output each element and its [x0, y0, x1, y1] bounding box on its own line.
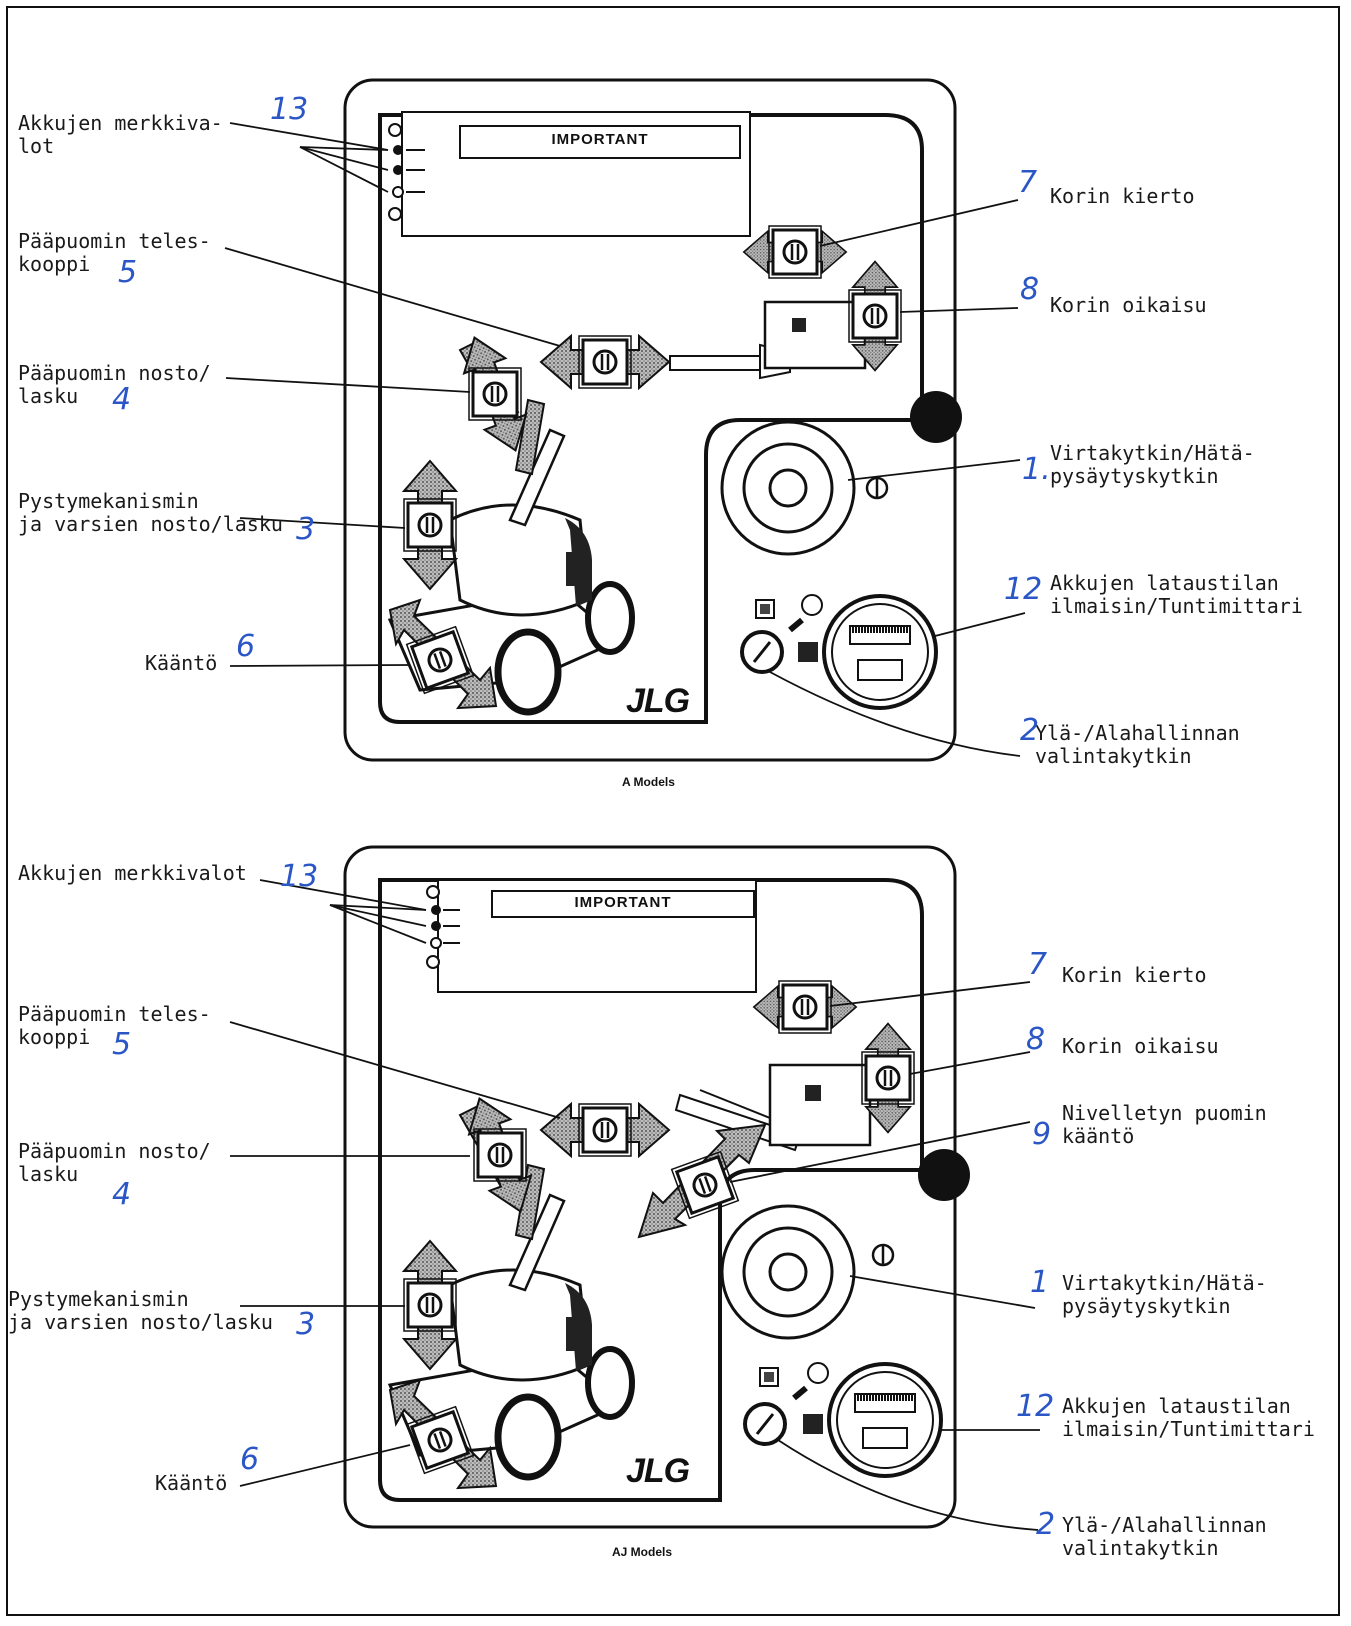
caption-aj-models: AJ Models: [612, 1545, 672, 1559]
label-battery-charge-hourmeter: Akkujen lataustilan ilmaisin/Tuntimittar…: [1050, 572, 1303, 618]
bottom-panel: [345, 847, 970, 1527]
callout-2-bottom: 2: [1036, 1510, 1055, 1540]
callout-7-top: 7: [1018, 168, 1037, 198]
label-basket-rotate-aj: Korin kierto: [1062, 964, 1207, 987]
callout-5-bottom: 5: [112, 1030, 131, 1060]
callout-4-bottom: 4: [112, 1180, 131, 1210]
callout-13-top: 13: [270, 95, 308, 125]
top-panel: [345, 80, 962, 760]
label-articulated-boom-swing: Nivelletyn puomin kääntö: [1062, 1102, 1267, 1148]
label-upper-lower-selector-aj: Ylä-/Alahallinnan valintakytkin: [1062, 1514, 1267, 1560]
callout-7-bottom: 7: [1028, 950, 1047, 980]
callout-8-bottom: 8: [1026, 1025, 1045, 1055]
callout-9-bottom: 9: [1032, 1120, 1051, 1150]
label-power-emergency-stop-aj: Virtakytkin/Hätä- pysäytyskytkin: [1062, 1272, 1267, 1318]
callout-6-bottom: 6: [240, 1445, 259, 1475]
label-swing: Kääntö: [145, 652, 217, 675]
callout-8-top: 8: [1020, 275, 1039, 305]
label-upper-lower-selector: Ylä-/Alahallinnan valintakytkin: [1035, 722, 1240, 768]
callout-4-top: 4: [112, 385, 131, 415]
callout-5-top: 5: [118, 258, 137, 288]
label-main-boom-telescope: Pääpuomin teles- kooppi: [18, 230, 211, 276]
callout-13-bottom: 13: [280, 862, 318, 892]
jlg-logo-top: JLG: [626, 682, 689, 721]
label-battery-charge-hourmeter-aj: Akkujen lataustilan ilmaisin/Tuntimittar…: [1062, 1395, 1315, 1441]
label-battery-indicators: Akkujen merkkiva- lot: [18, 112, 223, 158]
jlg-logo-bottom: JLG: [626, 1452, 689, 1491]
label-basket-rotate: Korin kierto: [1050, 185, 1195, 208]
label-battery-indicators-aj: Akkujen merkkivalot: [18, 862, 247, 885]
callout-12-top: 12: [1004, 575, 1042, 605]
label-tower-lift-lower-aj: Pystymekanismin ja varsien nosto/lasku: [8, 1288, 273, 1334]
label-power-emergency-stop: Virtakytkin/Hätä- pysäytyskytkin: [1050, 442, 1255, 488]
important-label-top: IMPORTANT: [460, 131, 740, 148]
callout-2-top: 2: [1020, 716, 1039, 746]
caption-a-models: A Models: [622, 775, 675, 789]
callout-3-bottom: 3: [296, 1310, 315, 1340]
callout-6-top: 6: [236, 632, 255, 662]
callout-1-top: 1.: [1022, 455, 1051, 485]
important-label-bottom: IMPORTANT: [492, 894, 754, 911]
label-swing-aj: Kääntö: [155, 1472, 227, 1495]
callout-3-top: 3: [296, 515, 315, 545]
callout-12-bottom: 12: [1016, 1392, 1054, 1422]
label-tower-lift-lower: Pystymekanismin ja varsien nosto/lasku: [18, 490, 283, 536]
callout-1-bottom: 1: [1030, 1268, 1049, 1298]
label-basket-level: Korin oikaisu: [1050, 294, 1207, 317]
label-basket-level-aj: Korin oikaisu: [1062, 1035, 1219, 1058]
